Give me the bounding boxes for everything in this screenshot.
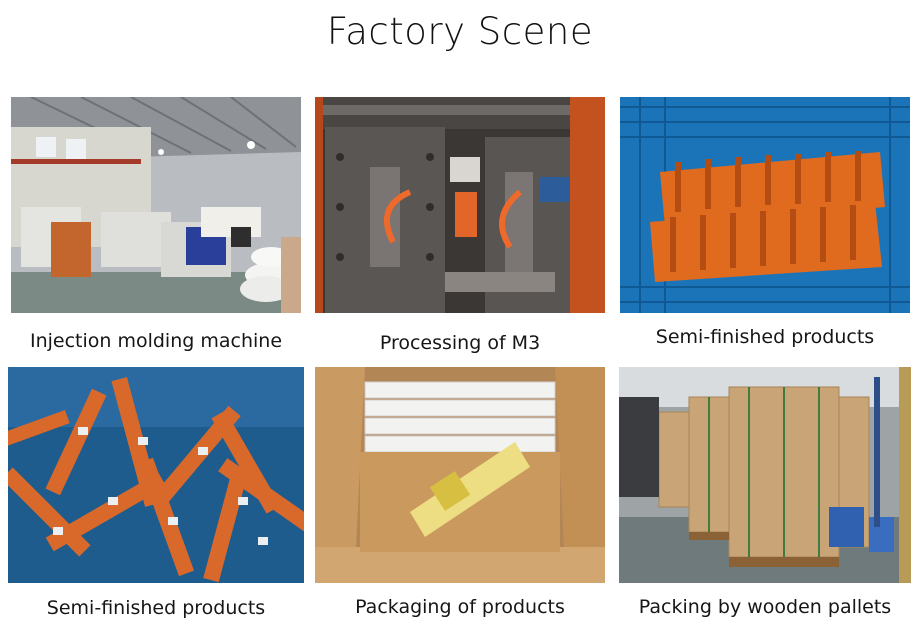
caption-semi-finished-products-bottom: Semi-finished products — [46, 597, 266, 619]
caption-processing-of-m3: Processing of M3 — [379, 332, 541, 354]
caption-packing-by-wooden-pallets: Packing by wooden pallets — [638, 596, 892, 618]
photo-semi-finished-products-crate — [620, 97, 910, 313]
caption-packaging-of-products: Packaging of products — [355, 596, 565, 618]
page-title: Factory Scene — [326, 10, 594, 53]
caption-semi-finished-products-top: Semi-finished products — [655, 326, 875, 348]
caption-injection-molding-machine: Injection molding machine — [29, 330, 283, 352]
photo-injection-molding-machine — [11, 97, 301, 313]
photo-processing-of-m3 — [315, 97, 605, 313]
photo-packaging-of-products — [315, 367, 605, 583]
photo-semi-finished-products-pile — [8, 367, 304, 583]
photo-packing-by-wooden-pallets — [619, 367, 911, 583]
